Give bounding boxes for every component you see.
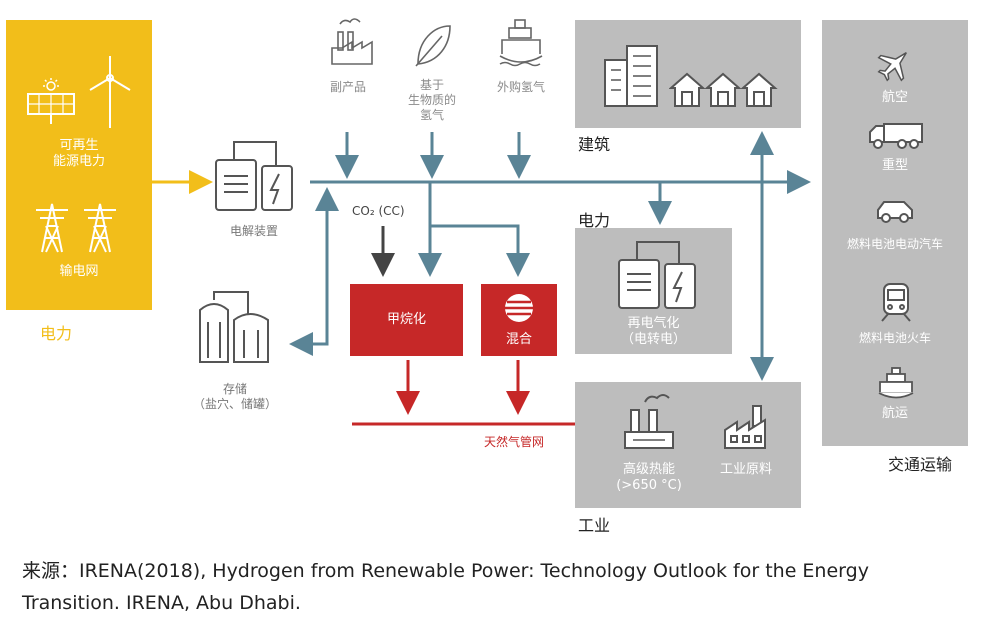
fc-train-label: 燃料电池火车 xyxy=(858,331,931,345)
car-icon xyxy=(874,196,916,224)
power-source-section-title: 电力 xyxy=(40,324,73,343)
houses-icon xyxy=(669,72,779,108)
gas-grid-label: 天然气管网 xyxy=(484,435,545,449)
blending-box: 混合 xyxy=(481,284,557,356)
transport-box: 航空 重型 燃料电池电动汽车 燃料电池火车 xyxy=(822,20,968,446)
co2-label: CO₂ (CC) xyxy=(352,204,405,218)
industry-box: 高级热能 (>650 °C) 工业原料 xyxy=(575,382,801,508)
reelectrification-box: 再电气化 （电转电） xyxy=(575,228,732,354)
grid-label: 输电网 xyxy=(59,264,99,279)
storage-label: 存储 （盐穴、储罐） xyxy=(192,382,277,411)
renewable-power-label: 可再生 能源电力 xyxy=(52,138,105,169)
truck-icon xyxy=(868,122,924,150)
industrial-plant-icon xyxy=(621,390,677,450)
aviation-label: 航空 xyxy=(881,90,908,105)
electrolyser-icon xyxy=(212,136,296,216)
arrow-h2-to-blending xyxy=(430,224,530,277)
blending-label: 混合 xyxy=(505,332,532,347)
fcev-label: 燃料电池电动汽车 xyxy=(846,237,943,251)
buildings-section-title: 建筑 xyxy=(578,135,611,154)
buildings-box xyxy=(575,20,801,128)
trucks-label: 重型 xyxy=(881,158,908,173)
byproduct-label: 副产品 xyxy=(329,80,366,94)
feedstock-label: 工业原料 xyxy=(719,462,772,477)
power-section-title: 电力 xyxy=(578,211,611,230)
power-source-box: 可再生 能源电力 输电网 xyxy=(6,20,152,310)
solar-panel-icon xyxy=(24,78,78,126)
reelectrification-label: 再电气化 （电转电） xyxy=(620,316,686,347)
methanation-label: 甲烷化 xyxy=(386,312,426,327)
industry-section-title: 工业 xyxy=(578,516,611,535)
ship-icon xyxy=(498,18,544,68)
imported-hydrogen-label: 外购氢气 xyxy=(496,80,545,94)
shipping-label: 航运 xyxy=(881,406,908,421)
wind-turbine-icon xyxy=(84,54,136,130)
office-building-icon xyxy=(601,42,661,108)
airplane-icon xyxy=(877,46,913,82)
arrow-storage-loop xyxy=(289,330,329,356)
electrolyser-label: 电解装置 xyxy=(229,224,278,238)
methanation-box: 甲烷化 xyxy=(350,284,463,356)
train-icon xyxy=(880,282,912,322)
source-caption: 来源：IRENA(2018), Hydrogen from Renewable … xyxy=(22,560,869,614)
leaf-icon xyxy=(412,22,454,68)
factory-icon xyxy=(330,16,374,66)
fuel-cell-icon xyxy=(615,238,699,312)
factory-building-icon xyxy=(723,404,767,450)
transport-section-title: 交通运输 xyxy=(888,455,953,474)
cargo-ship-icon xyxy=(878,366,914,400)
storage-tank-icon xyxy=(196,286,276,366)
blend-sphere-icon xyxy=(503,292,535,324)
transmission-tower-icon xyxy=(32,198,124,254)
biomass-hydrogen-label: 基于 生物质的 氢气 xyxy=(407,78,456,122)
high-heat-label: 高级热能 (>650 °C) xyxy=(616,462,682,493)
